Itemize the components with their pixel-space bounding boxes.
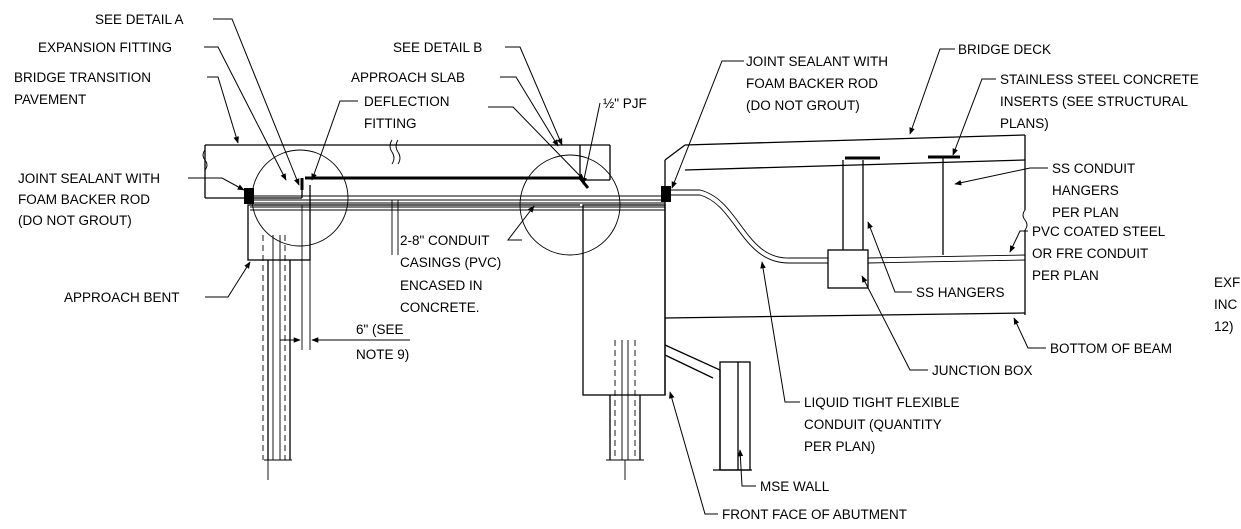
junction-box-shape — [827, 249, 869, 289]
label-expansion-fitting: EXPANSION FITTING — [38, 40, 172, 55]
label-foam-backer-mid: FOAM BACKER ROD — [746, 76, 878, 91]
label-ss-inserts-2: INSERTS (SEE STRUCTURAL — [1000, 94, 1189, 109]
six-inch-dimension — [280, 205, 410, 350]
label-see-detail-b: SEE DETAIL B — [393, 40, 482, 55]
label-ss-inserts-3: PLANS) — [1000, 116, 1049, 131]
label-see-detail-a: SEE DETAIL A — [95, 12, 184, 27]
label-fre-conduit: OR FRE CONDUIT — [1032, 246, 1148, 261]
label-pvc-coated: PVC COATED STEEL — [1032, 224, 1166, 239]
label-pavement: PAVEMENT — [14, 92, 86, 107]
label-joint-sealant-left: JOINT SEALANT WITH — [18, 171, 160, 186]
joint-sealant-marks — [244, 186, 671, 204]
label-cut-1: EXF — [1214, 275, 1240, 290]
conduit-run — [250, 176, 1026, 264]
label-bridge-deck: BRIDGE DECK — [958, 42, 1051, 57]
abutment — [582, 144, 686, 480]
label-ss-inserts-1: STAINLESS STEEL CONCRETE — [1000, 72, 1199, 87]
label-do-not-grout-mid: (DO NOT GROUT) — [746, 98, 860, 113]
label-per-plan-1: PER PLAN — [1052, 205, 1119, 220]
label-per-plan-2: PER PLAN — [1032, 268, 1099, 283]
structure-geometry — [202, 134, 1028, 480]
label-cut-3: 12) — [1214, 319, 1234, 334]
detail-a-circle — [251, 149, 349, 247]
label-six-inch: 6" (SEE — [356, 322, 404, 337]
label-foam-backer-left: FOAM BACKER ROD — [18, 192, 150, 207]
label-joint-sealant-mid: JOINT SEALANT WITH — [746, 54, 888, 69]
label-ss-conduit: SS CONDUIT — [1052, 161, 1135, 176]
label-liquid-tight-1: LIQUID TIGHT FLEXIBLE — [804, 395, 960, 410]
bridge-deck — [664, 134, 1028, 319]
hangers — [827, 158, 944, 289]
label-junction-box: JUNCTION BOX — [932, 363, 1033, 378]
label-conduit-casings-3: ENCASED IN — [400, 278, 483, 293]
leader-lines — [188, 18, 1048, 515]
mse-wall — [664, 344, 752, 471]
label-liquid-tight-2: CONDUIT (QUANTITY — [804, 417, 942, 432]
label-pjf: ½" PJF — [603, 96, 647, 111]
label-mse-wall: MSE WALL — [760, 479, 830, 494]
label-approach-slab: APPROACH SLAB — [351, 70, 465, 85]
label-fitting: FITTING — [364, 116, 417, 131]
detail-b-circle — [519, 154, 621, 256]
label-bottom-of-beam: BOTTOM OF BEAM — [1050, 341, 1172, 356]
label-cut-2: INC — [1214, 297, 1238, 312]
label-bridge-transition: BRIDGE TRANSITION — [14, 70, 151, 85]
label-hangers: HANGERS — [1052, 183, 1119, 198]
label-front-face: FRONT FACE OF ABUTMENT — [722, 507, 907, 522]
label-deflection: DEFLECTION — [364, 94, 450, 109]
label-liquid-tight-3: PER PLAN) — [804, 439, 875, 454]
label-ss-hangers: SS HANGERS — [916, 285, 1005, 300]
label-note-9: NOTE 9) — [356, 347, 409, 362]
labels: SEE DETAIL A EXPANSION FITTING BRIDGE TR… — [14, 12, 1240, 522]
label-conduit-casings-1: 2-8" CONDUIT — [400, 233, 490, 248]
label-conduit-casings-4: CONCRETE. — [400, 300, 480, 315]
label-conduit-casings-2: CASINGS (PVC) — [400, 255, 501, 270]
label-approach-bent: APPROACH BENT — [64, 290, 180, 305]
label-do-not-grout-left: (DO NOT GROUT) — [18, 213, 132, 228]
